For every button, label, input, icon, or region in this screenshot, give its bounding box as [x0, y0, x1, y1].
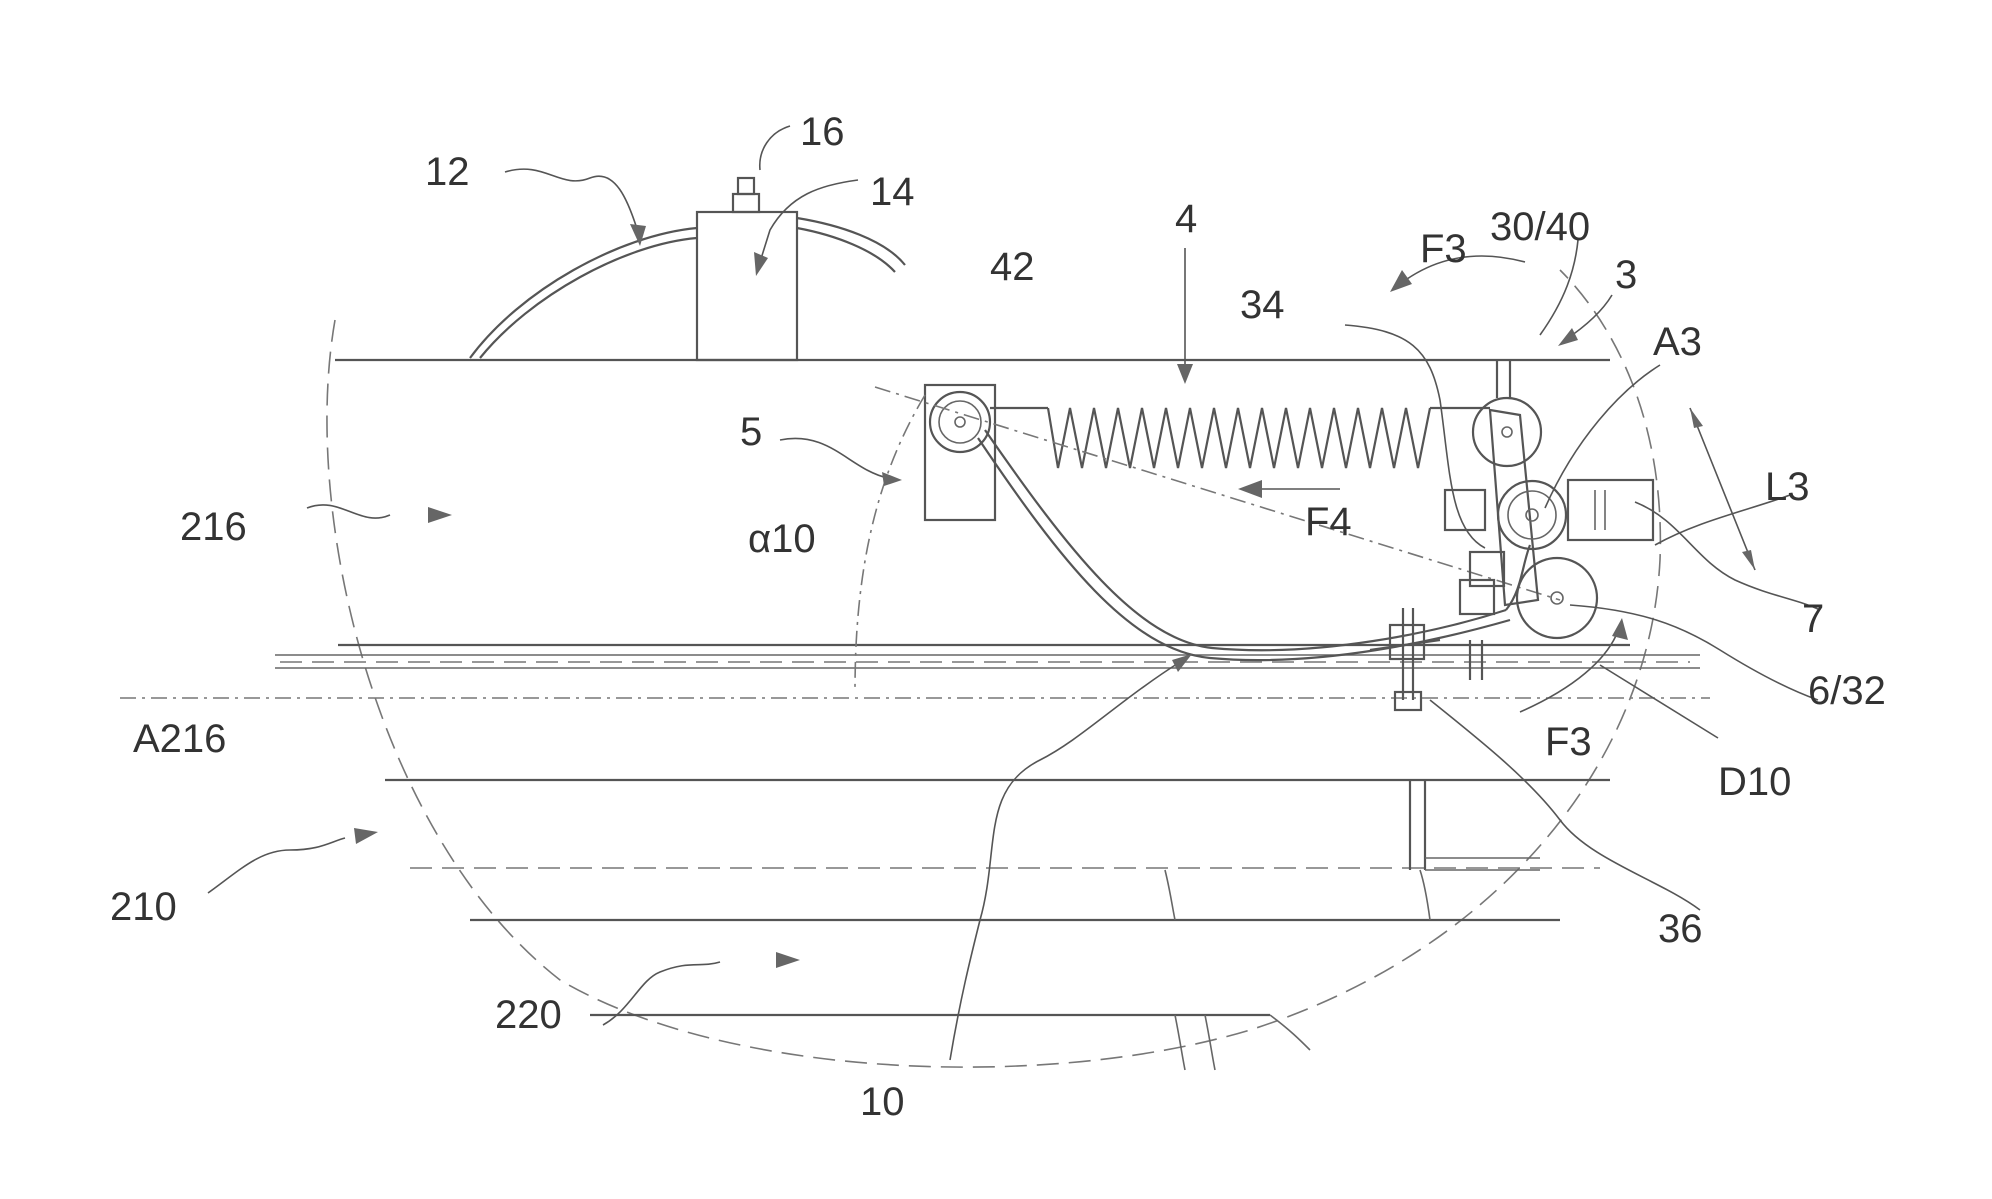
label-34: 34	[1240, 283, 1285, 327]
cable-10	[978, 430, 1530, 660]
label-216: 216	[180, 505, 247, 549]
label-14: 14	[870, 170, 915, 214]
label-16: 16	[800, 110, 845, 154]
lower-body-220	[385, 780, 1610, 1070]
label-7: 7	[1802, 597, 1824, 641]
member-7	[1568, 480, 1653, 540]
label-a3: A3	[1653, 320, 1702, 364]
label-12: 12	[425, 150, 470, 194]
label-220: 220	[495, 993, 562, 1037]
label-f3-upper: F3	[1420, 227, 1467, 271]
spring-4	[990, 408, 1490, 468]
label-f3-lower: F3	[1545, 720, 1592, 764]
label-d10: D10	[1718, 760, 1791, 804]
label-5: 5	[740, 410, 762, 454]
label-10: 10	[860, 1080, 905, 1124]
cable-12	[470, 218, 905, 358]
label-210: 210	[110, 885, 177, 929]
bracket-14	[697, 178, 797, 360]
label-l3: L3	[1765, 465, 1810, 509]
fastener-36	[1370, 608, 1440, 710]
label-6-32: 6/32	[1808, 669, 1886, 713]
reference-labels: 16 12 14 4 42 F3 30/40 3 34 A3 5 216 α10…	[110, 110, 1886, 1124]
label-3: 3	[1615, 253, 1637, 297]
arrow-f4	[1238, 480, 1340, 498]
label-4: 4	[1175, 197, 1197, 241]
roller-a3	[1498, 481, 1566, 549]
label-alpha10: α10	[748, 517, 816, 561]
label-f4: F4	[1305, 500, 1352, 544]
label-a216: A216	[133, 717, 226, 761]
roller-6-32	[1517, 558, 1597, 638]
label-42: 42	[990, 245, 1035, 289]
label-30-40: 30/40	[1490, 205, 1590, 249]
dimension-l3	[1690, 408, 1755, 570]
label-36: 36	[1658, 907, 1703, 951]
